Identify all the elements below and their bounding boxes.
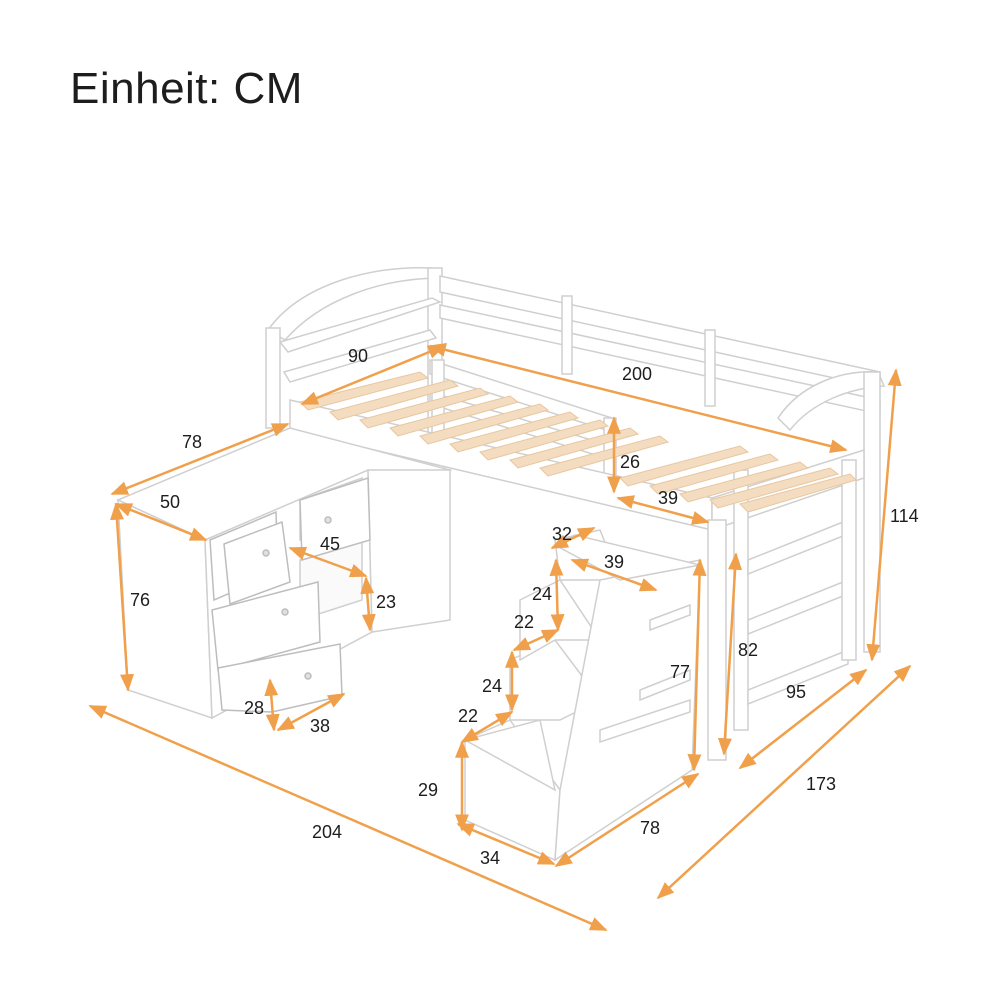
label-cabinet-depth: 78 [182,432,202,452]
dim-line-bed-width [300,344,446,406]
dimension-labels: 90 200 26 39 114 82 95 173 204 78 50 76 … [130,346,919,868]
label-stair-length: 78 [640,818,660,838]
label-step-depth-2: 22 [458,706,478,726]
unit-title: Einheit: CM [70,64,303,113]
dim-line-total-height [866,368,902,662]
label-small-drawer-height: 28 [244,698,264,718]
dim-line-drawer-width [288,546,368,578]
label-leg-height: 82 [738,640,758,660]
label-step-height-1: 24 [532,584,552,604]
label-step-depth-1: 22 [514,612,534,632]
dim-line-step-height-1 [549,558,565,632]
label-stair-top-width: 39 [604,552,624,572]
dim-line-stair-depth-top [550,526,596,550]
dim-line-stair-height [687,558,707,772]
drawer-right-upper [299,476,371,561]
dim-line-bed-length [428,343,848,453]
dim-line-total-length [88,704,608,932]
dim-line-ladder-gap [616,495,710,525]
dim-line-cabinet-height [110,502,134,692]
dimension-lines [88,343,912,932]
dim-line-cabinet-depth [110,422,290,496]
label-bed-depth: 95 [786,682,806,702]
dim-line-stair-top-width [570,558,658,592]
drawer-top [209,510,291,606]
label-stair-depth-top: 32 [552,524,572,544]
label-total-height: 114 [890,506,919,526]
label-total-length: 204 [312,822,342,842]
label-cabinet-width: 50 [160,492,180,512]
drawer-middle [211,581,321,671]
dim-line-stair-width [456,822,556,866]
label-ladder-gap: 39 [658,488,678,508]
dim-line-step-depth-1 [512,628,560,652]
label-rail-height: 26 [620,452,640,472]
label-step-height-2: 24 [482,676,502,696]
label-stair-height: 77 [670,662,690,682]
dim-line-total-depth [656,664,912,900]
dim-line-small-drawer-height [264,678,280,732]
dim-line-step-depth-2 [460,710,514,744]
label-total-depth: 173 [806,774,836,794]
label-cabinet-height: 76 [130,590,150,610]
dim-line-stair-length [554,772,700,868]
label-drawer-width: 45 [320,534,340,554]
label-small-drawer-width: 38 [310,716,330,736]
label-bed-length: 200 [622,364,652,384]
dim-line-small-drawer-width [276,692,346,732]
label-stair-width: 34 [480,848,500,868]
label-drawer-height: 23 [376,592,396,612]
label-stair-bottom-height: 29 [418,780,438,800]
dim-line-drawer-height [360,576,376,632]
label-bed-width: 90 [348,346,368,366]
